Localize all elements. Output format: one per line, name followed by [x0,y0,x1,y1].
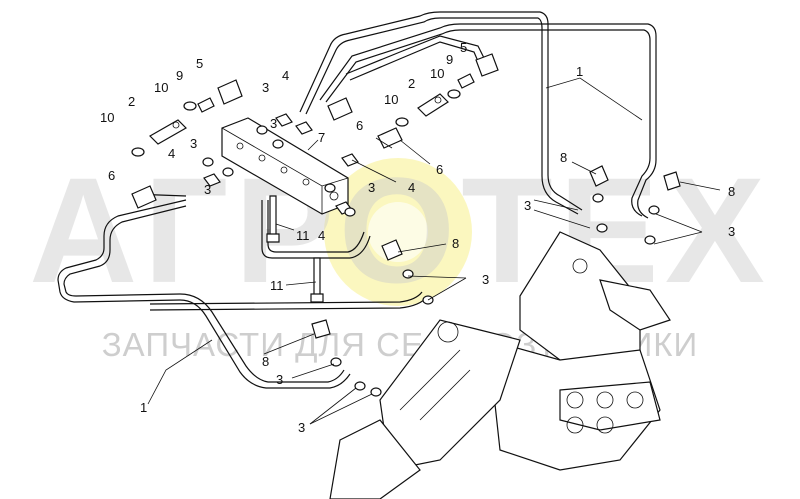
callout-washer-g: 3 [276,372,283,387]
watermark: АГРОТЕХ ЗАПЧАСТИ ДЛЯ СЕЛЬХОЗТЕХНИКИ [29,146,771,363]
callout-fitting-a: 6 [108,168,115,183]
callout-bolt-d: 8 [262,354,269,369]
callout-screw-b: 11 [270,278,284,293]
callout-washer-j: 3 [270,116,277,131]
screws [266,195,324,303]
hose-lines [57,11,657,389]
fittings-and-washers [131,53,681,397]
callout-hose-upper: 1 [576,64,583,79]
callout-fitting-b: 6 [356,118,363,133]
callout-bolt-c: 8 [452,236,459,251]
callout-nut-b: 4 [282,68,289,83]
callout-seal-d: 10 [430,66,444,81]
callout-labels: 1 1 2 2 3 3 3 3 3 3 3 3 3 3 4 4 4 4 5 5 … [100,40,735,435]
callout-washer-i: 3 [204,182,211,197]
callout-block: 7 [318,130,325,145]
callout-fitting-c: 6 [436,162,443,177]
callout-nut-a: 4 [168,146,175,161]
callout-nut-d: 4 [318,228,325,243]
callout-bolt-a: 8 [560,150,567,165]
callout-screw-a: 11 [296,228,310,243]
callout-washer-h: 3 [298,420,305,435]
callout-cap-right: 2 [408,76,415,91]
callout-nipple-right: 9 [446,52,453,67]
callout-bolt-b: 8 [728,184,735,199]
callout-washer-e: 3 [728,224,735,239]
callout-washer-a: 3 [190,136,197,151]
callout-washer-d: 3 [524,198,531,213]
callout-washer-c: 3 [368,180,375,195]
leader-lines [147,77,721,425]
callout-cap-left: 2 [128,94,135,109]
gear-watermark-icon [324,158,472,306]
callout-seal-b: 10 [154,80,168,95]
callout-nut-c: 4 [408,180,415,195]
watermark-brand: АГРОТЕХ [29,146,771,314]
callout-elbow-right: 5 [460,40,467,55]
callout-washer-f: 3 [482,272,489,287]
callout-nipple-left: 9 [176,68,183,83]
callout-elbow-left: 5 [196,56,203,71]
callout-hose-lower: 1 [140,400,147,415]
mounting-frame [329,231,671,499]
callout-washer-b: 3 [262,80,269,95]
callout-seal-a: 10 [100,110,114,125]
callout-seal-c: 10 [384,92,398,107]
